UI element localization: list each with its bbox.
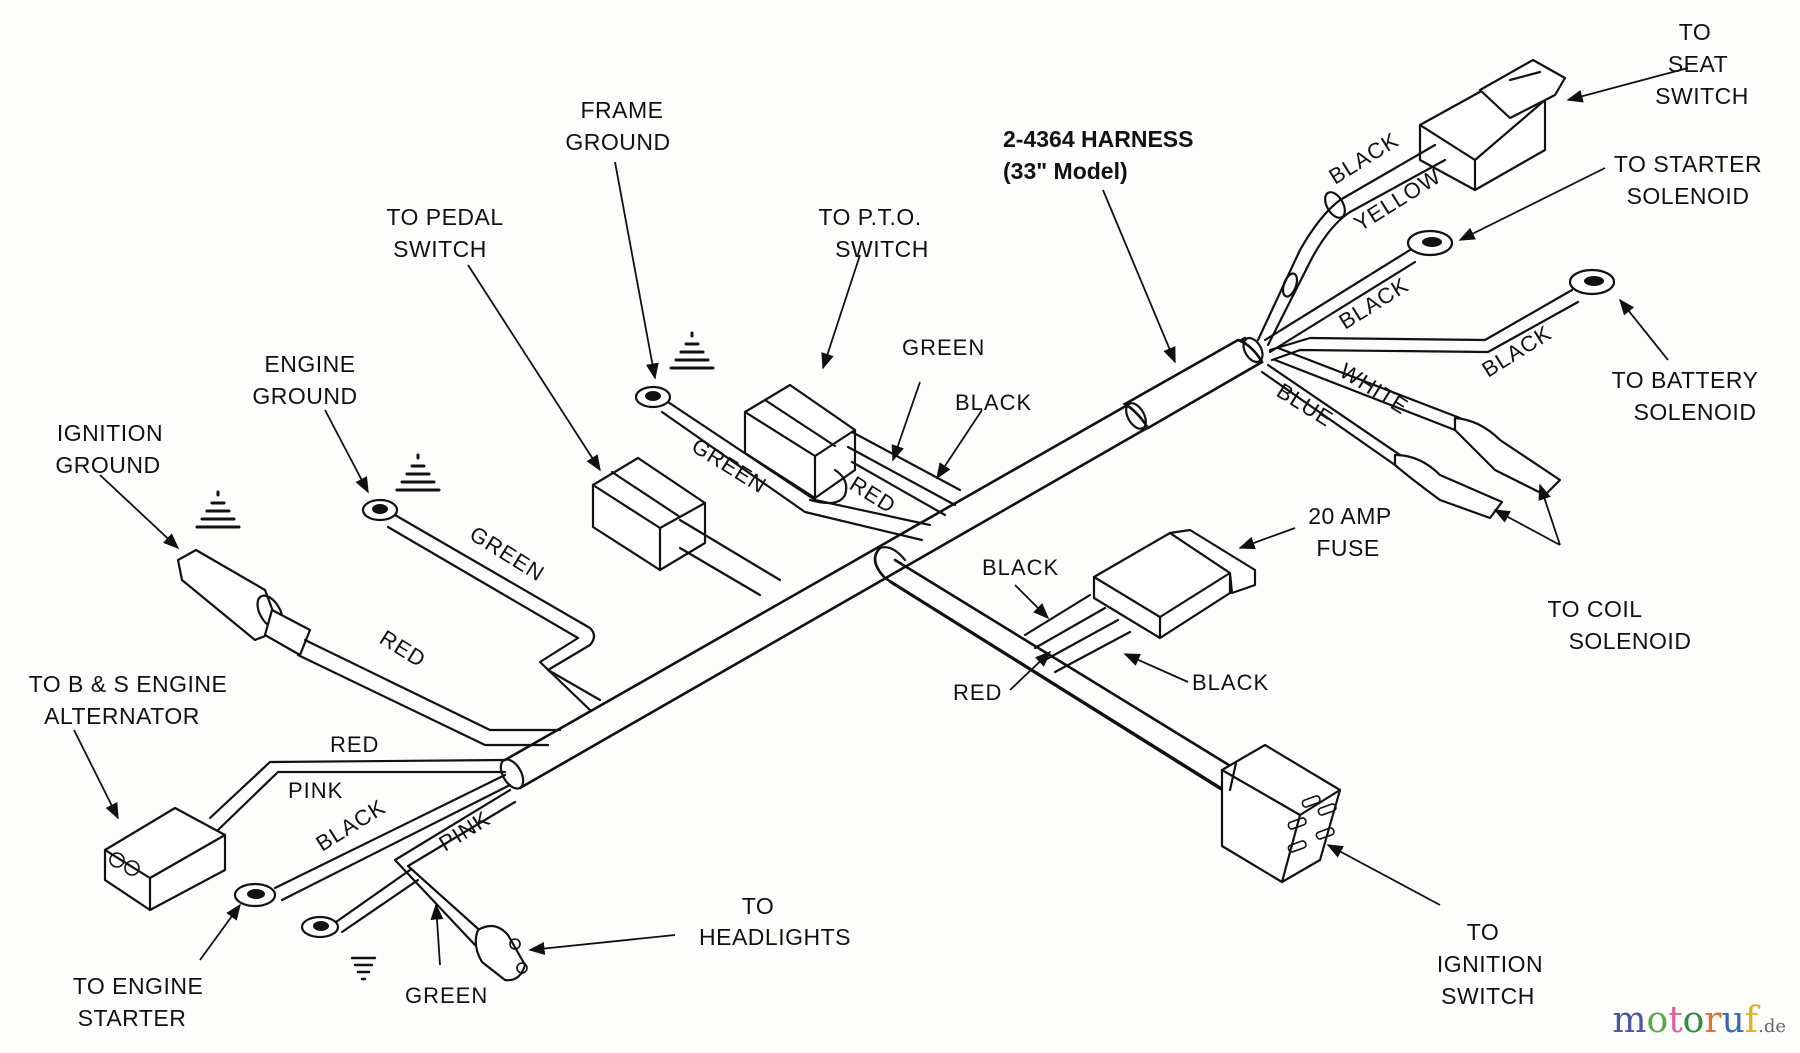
starter-solenoid-label-1: TO STARTER	[1614, 151, 1762, 177]
wire-label-alt-red: RED	[330, 732, 379, 757]
seat-switch-label-1: TO	[1679, 19, 1712, 45]
wire-label-fuse-black-top: BLACK	[982, 555, 1059, 580]
battery-solenoid-label-2: SOLENOID	[1634, 399, 1757, 425]
battery-solenoid-terminal	[1268, 268, 1616, 362]
pto-switch-label-2: SWITCH	[835, 236, 929, 262]
coil-solenoid-label-1: TO COIL	[1547, 596, 1642, 622]
wire-label-ignition-red: RED	[375, 625, 430, 672]
ignition-harness-branch	[873, 546, 1252, 802]
wire-label-engine-ground-green: GREEN	[465, 521, 549, 586]
wire-label-starter-wire-black: BLACK	[311, 794, 390, 856]
alternator-label-2: ALTERNATOR	[44, 703, 200, 729]
watermark-letter: m	[1612, 1000, 1647, 1041]
wire-label-coil-blue: BLUE	[1272, 378, 1337, 432]
watermark-letter: u	[1721, 1000, 1745, 1041]
coil-solenoid-terminals	[1260, 346, 1562, 520]
wire-label-fuse-red: RED	[953, 680, 1002, 705]
pedal-switch-label-1: TO PEDAL	[386, 204, 503, 230]
harness-subtitle: (33" Model)	[1003, 158, 1128, 184]
engine-ground-label-1: ENGINE	[264, 351, 355, 377]
ignition-ground-label-1: IGNITION	[57, 420, 163, 446]
headlights-label-2: HEADLIGHTS	[699, 924, 851, 950]
wire-label-pto-red: RED	[845, 471, 900, 518]
frame-ground-terminal	[634, 385, 932, 542]
pointer-arrows	[73, 67, 1689, 966]
pedal-switch-connector	[591, 456, 782, 597]
ignition-ground-terminal	[176, 548, 562, 747]
ground-symbol-ignition	[195, 490, 241, 529]
frame-ground-label-2: GROUND	[565, 129, 670, 155]
ignition-switch-connector	[1220, 743, 1342, 884]
headlight-connector	[300, 788, 528, 982]
ground-symbol-headlight	[350, 956, 377, 981]
watermark-suffix: .de	[1758, 1016, 1786, 1037]
pto-switch-connector	[743, 383, 962, 517]
ground-symbol-engine	[395, 453, 441, 492]
wire-label-pto-black: BLACK	[955, 390, 1032, 415]
ignition-switch-label-3: SWITCH	[1441, 983, 1535, 1009]
alternator-connector	[103, 758, 507, 912]
fuse-label-2: FUSE	[1316, 535, 1379, 561]
ignition-ground-label-2: GROUND	[55, 452, 160, 478]
wire-label-fuse-black-bottom: BLACK	[1192, 670, 1269, 695]
main-harness-trunk	[499, 336, 1264, 790]
seat-switch-label-3: SWITCH	[1655, 83, 1749, 109]
wire-label-alt-pink: PINK	[288, 778, 343, 803]
engine-starter-label-2: STARTER	[78, 1005, 187, 1031]
engine-starter-label-1: TO ENGINE	[73, 973, 204, 999]
wire-label-pto-green: GREEN	[902, 335, 985, 360]
frame-ground-label-1: FRAME	[581, 97, 664, 123]
headlights-label-1: TO	[742, 893, 775, 919]
seat-switch-connector	[1256, 58, 1567, 347]
ground-symbol-frame	[669, 331, 715, 370]
watermark-letter: r	[1704, 1000, 1722, 1041]
engine-ground-label-2: GROUND	[252, 383, 357, 409]
battery-solenoid-label-1: TO BATTERY	[1612, 367, 1759, 393]
pto-switch-label-1: TO P.T.O.	[818, 204, 921, 230]
starter-solenoid-terminal	[1263, 229, 1454, 354]
engine-starter-terminal	[233, 773, 512, 908]
harness-title: 2-4364 HARNESS	[1003, 126, 1193, 152]
watermark-logo: motoruf.de	[1612, 1000, 1786, 1041]
watermark-letter: o	[1646, 1000, 1669, 1041]
wire-label-seat-black: BLACK	[1324, 127, 1403, 189]
wire-label-seat-yellow: YELLOW	[1349, 163, 1445, 236]
fuse-label-1: 20 AMP	[1308, 503, 1392, 529]
fuse-holder	[1023, 528, 1257, 674]
ignition-switch-label-1: TO	[1467, 919, 1500, 945]
watermark-letter: t	[1668, 1000, 1683, 1041]
engine-ground-terminal	[361, 498, 602, 712]
ignition-switch-label-2: IGNITION	[1437, 951, 1543, 977]
pedal-switch-label-2: SWITCH	[393, 236, 487, 262]
alternator-label-1: TO B & S ENGINE	[29, 671, 228, 697]
coil-solenoid-label-2: SOLENOID	[1569, 628, 1692, 654]
wire-label-headlight-green: GREEN	[405, 983, 488, 1008]
callout-labels: TO SEAT SWITCH TO STARTER SOLENOID TO BA…	[29, 19, 1762, 1031]
watermark-letter: o	[1682, 1000, 1705, 1041]
seat-switch-label-2: SEAT	[1668, 51, 1728, 77]
watermark-letter: f	[1744, 1000, 1759, 1041]
wire-label-headlight-pink: PINK	[434, 806, 494, 857]
wire-label-starter-black: BLACK	[1334, 272, 1413, 334]
starter-solenoid-label-2: SOLENOID	[1627, 183, 1750, 209]
